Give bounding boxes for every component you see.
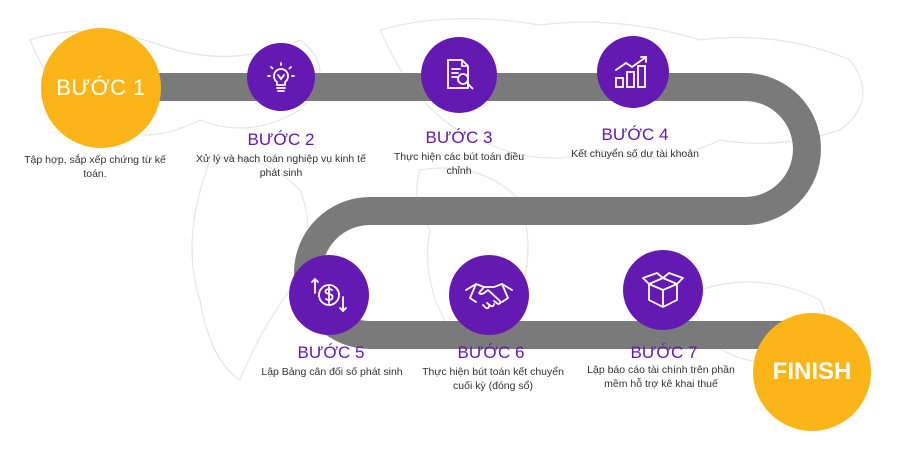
lightbulb-icon [263,59,299,95]
document-search-icon [439,55,479,95]
step-5-description: Lập Bảng cân đối số phát sinh [261,366,403,378]
step-6-title: BƯỚC 6 [457,343,525,362]
step-4-description: Kết chuyển số dư tài khoản [571,148,699,160]
start-label: BƯỚC 1 [56,75,146,100]
step-5-title: BƯỚC 5 [297,343,365,362]
step-1-description: Tập hợp, sắp xếp chứng từ kế toán. [24,154,166,180]
step-6-circle [449,255,529,335]
bar-chart-growth-icon [612,54,654,90]
step-2-circle [247,43,315,111]
step-4-title: BƯỚC 4 [601,125,669,144]
road-path [95,73,843,367]
step-2-title: BƯỚC 2 [247,130,315,149]
step-3-circle [421,37,497,113]
finish-circle: FINISH [753,313,871,431]
step-4-circle [597,36,669,108]
step-5-circle [289,255,369,335]
step-2-description: Xử lý và hạch toán nghiệp vụ kinh tế phá… [196,153,366,179]
start-circle: BƯỚC 1 [41,28,161,148]
step-7-circle [623,250,703,330]
step-3-title: BƯỚC 3 [425,128,493,147]
dollar-cycle-icon [307,273,351,317]
step-3-description: Thực hiện các bút toán điều chỉnh [393,151,525,177]
step-6-description: Thực hiện bút toán kết chuyển cuối kỳ (đ… [422,366,564,392]
step-7-title: BƯỚC 7 [630,343,698,362]
open-box-icon [639,270,687,310]
finish-label: FINISH [772,358,852,385]
step-7-description: Lập báo cáo tài chính trên phần mềm hỗ t… [587,364,735,390]
handshake-icon [464,278,514,312]
